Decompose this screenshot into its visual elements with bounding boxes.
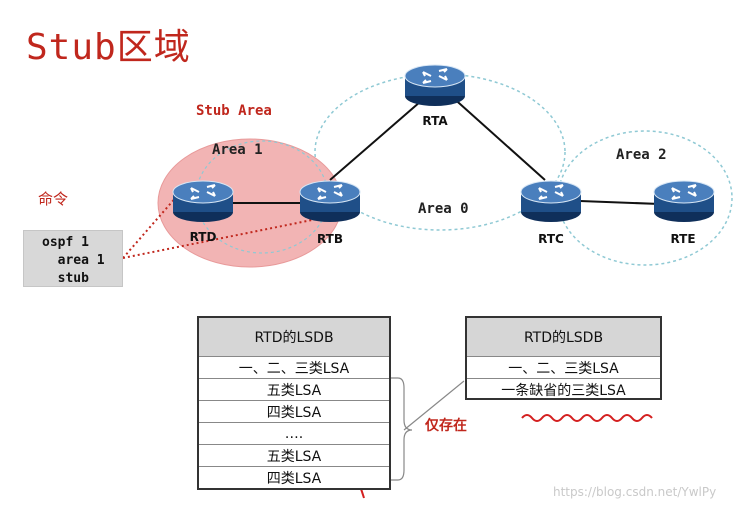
router-rtc-icon — [520, 180, 582, 223]
page-title: Stub区域 — [26, 27, 191, 68]
area2-label: Area 2 — [616, 147, 667, 163]
command-heading: 命令 — [38, 190, 69, 208]
link-rtb-rta — [329, 94, 429, 181]
table-row: 四类LSA — [199, 466, 389, 488]
table-row: 五类LSA — [199, 378, 389, 400]
command-line: ospf 1 — [42, 235, 89, 250]
lsdb-table-left: RTD的LSDB 一、二、三类LSA 五类LSA 四类LSA …. 五类LSA … — [197, 316, 391, 490]
router-rtd-icon — [172, 180, 234, 223]
table-row: …. — [199, 422, 389, 444]
command-line: stub — [42, 271, 89, 286]
table-row: 一条缺省的三类LSA — [467, 378, 660, 400]
router-rtb-icon — [299, 180, 361, 223]
only-exists-annotation: 仅存在 — [425, 418, 467, 434]
wavy-underline — [521, 414, 653, 422]
command-line: area 1 — [42, 253, 105, 268]
table-header: RTD的LSDB — [467, 318, 660, 356]
table-row: 一、二、三类LSA — [199, 356, 389, 378]
cmd-pointer-rtd — [122, 194, 179, 259]
bracket-connector — [388, 377, 413, 481]
command-box: ospf 1 area 1 stub — [23, 230, 123, 287]
stub-area-label: Stub Area — [196, 103, 272, 119]
watermark: https://blog.csdn.net/YwlPy — [553, 485, 717, 499]
router-rtd-label: RTD — [189, 230, 217, 244]
table-row: 一、二、三类LSA — [467, 356, 660, 378]
router-rta-icon — [404, 64, 466, 107]
table-row: 四类LSA — [199, 400, 389, 422]
link-rta-rtc — [449, 94, 546, 181]
area0-label: Area 0 — [418, 201, 469, 217]
link-rtc-rte — [579, 200, 661, 205]
area1-label: Area 1 — [212, 142, 263, 158]
area0-boundary — [314, 73, 566, 231]
table-header: RTD的LSDB — [199, 318, 389, 356]
lsdb-table-right: RTD的LSDB 一、二、三类LSA 一条缺省的三类LSA — [465, 316, 662, 400]
router-rte-icon — [653, 180, 715, 223]
router-rtb-label: RTB — [316, 232, 344, 246]
router-rtc-label: RTC — [538, 232, 564, 246]
router-rte-label: RTE — [670, 232, 696, 246]
cmd-pointer-rtb — [122, 219, 313, 259]
table-row: 五类LSA — [199, 444, 389, 466]
router-rta-label: RTA — [422, 114, 448, 128]
